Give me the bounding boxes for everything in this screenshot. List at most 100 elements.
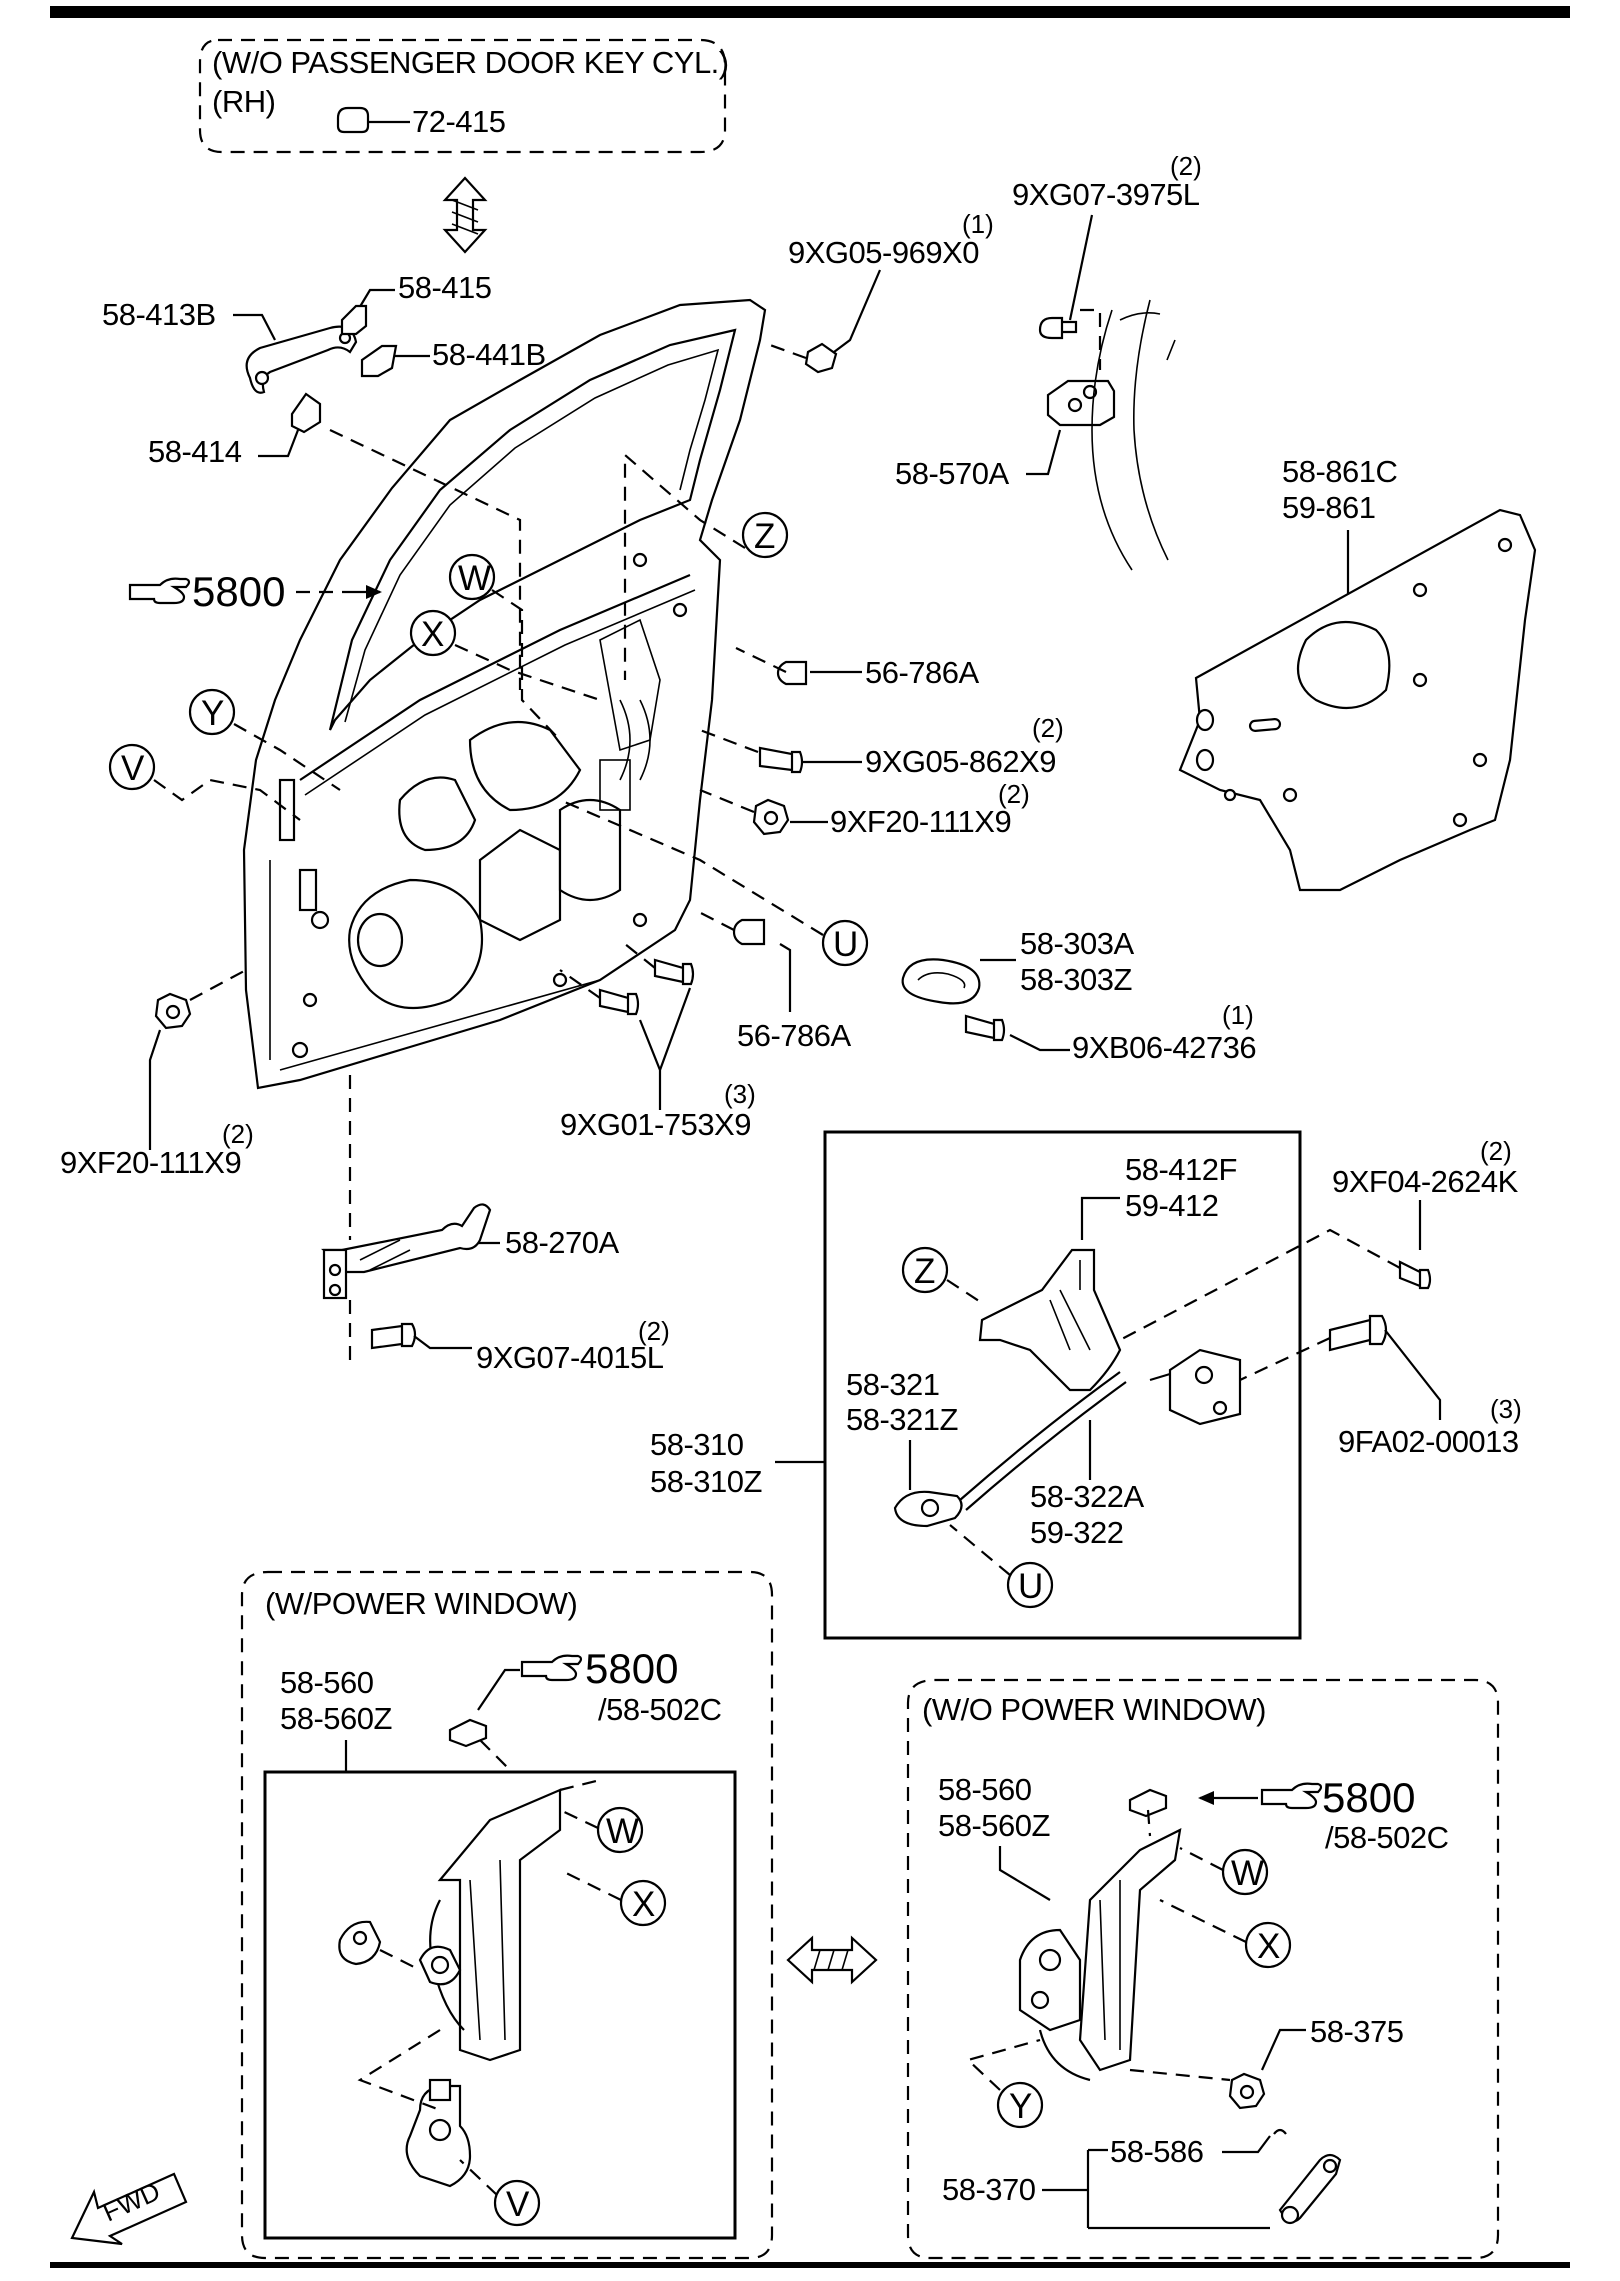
bolt-9xg07-3975l-icon — [1038, 316, 1078, 340]
callout-v-door: V — [121, 749, 145, 788]
door-ref-5800: 5800 — [128, 568, 382, 615]
label-9xf04-2624k: 9XF04-2624K — [1332, 1164, 1519, 1199]
label-npw-58-560z: 58-560Z — [938, 1808, 1050, 1843]
regulator-npw — [1078, 1828, 1182, 2072]
label-9xg01-753x9-qty: (3) — [724, 1079, 756, 1109]
label-9xf20-111x9-left: 9XF20-111X9 — [60, 1145, 241, 1180]
clip-npw-icon — [1128, 1788, 1168, 1818]
callout-u-box: U — [1018, 1567, 1043, 1606]
label-9xf04-2624k-qty: (2) — [1480, 1136, 1512, 1166]
label-59-412: 59-412 — [1125, 1188, 1219, 1223]
label-58-414: 58-414 — [148, 434, 242, 469]
label-9xg05-969x0-qty: (1) — [962, 209, 994, 239]
callout-v-pw: V — [506, 2185, 530, 2224]
gasket-58-414-icon — [290, 392, 322, 434]
regulator-pw — [437, 1788, 562, 2062]
screw-9xg01-753x9-b-icon — [653, 958, 695, 986]
callout-z-box: Z — [914, 1252, 935, 1291]
label-pw-58-560z: 58-560Z — [280, 1701, 392, 1736]
manual-window-dashed-frame — [906, 1678, 1500, 2260]
label-58-586: 58-586 — [1110, 2134, 1204, 2169]
bezel-58-303a — [901, 958, 981, 1005]
label-9xg07-4015l: 9XG07-4015L — [476, 1340, 664, 1375]
label-58-441b: 58-441B — [432, 337, 546, 372]
label-pw-5800: 5800 — [585, 1645, 678, 1692]
callout-x-pw: X — [632, 1885, 655, 1924]
label-58-321: 58-321 — [846, 1367, 940, 1402]
label-58-415: 58-415 — [398, 270, 492, 305]
label-58-412f: 58-412F — [1125, 1152, 1237, 1187]
callout-x-npw: X — [1257, 1927, 1280, 1966]
label-58-303a: 58-303A — [1020, 926, 1135, 961]
callout-u-door: U — [833, 925, 858, 964]
screw-9xb06-42736-icon — [964, 1014, 1006, 1042]
label-58-413b: 58-413B — [102, 297, 216, 332]
cap-72-415-icon — [336, 106, 370, 134]
window-frame — [328, 328, 737, 731]
label-5800-main: 5800 — [192, 568, 285, 615]
callout-x-door: X — [421, 615, 444, 654]
label-9xf20-111x9-right-qty: (2) — [998, 779, 1030, 809]
callout-z-top: Z — [754, 517, 775, 556]
double-arrow-icon — [786, 1935, 878, 1985]
label-58-270a: 58-270A — [505, 1225, 620, 1260]
handle-bracket-58-412f — [978, 1248, 1122, 1392]
pointing-hand-icon — [1260, 1782, 1323, 1810]
upper-fasteners: (1) 9XG05-969X0 (2) 9XG07-3975L 58-570A … — [694, 151, 1257, 1065]
label-56-786a-top: 56-786A — [865, 655, 980, 690]
label-58-310z: 58-310Z — [650, 1464, 762, 1499]
label-9xg01-753x9: 9XG01-753X9 — [560, 1107, 751, 1142]
label-58-303z: 58-303Z — [1020, 962, 1132, 997]
label-9fa02-00013-qty: (3) — [1490, 1394, 1522, 1424]
label-59-322: 59-322 — [1030, 1515, 1124, 1550]
label-wo-key-cyl: (W/O PASSENGER DOOR KEY CYL.) — [212, 45, 729, 80]
door-shell — [242, 298, 767, 1090]
callout-w-pw: W — [606, 1812, 639, 1851]
label-56-786a-bottom: 56-786A — [737, 1018, 852, 1053]
label-58-570a: 58-570A — [895, 456, 1010, 491]
label-58-310: 58-310 — [650, 1427, 744, 1462]
inner-handle-frame — [823, 1130, 1302, 1640]
label-9xg05-862x9-qty: (2) — [1032, 713, 1064, 743]
manual-window-group: (W/O POWER WINDOW) 58-560 58-560Z 5800 /… — [906, 1678, 1500, 2260]
label-58-321z: 58-321Z — [846, 1402, 958, 1437]
gasket-58-441b-icon — [360, 344, 398, 378]
door-assembly — [242, 298, 767, 1090]
clip-9xg05-969x0-icon — [804, 342, 838, 374]
power-window-inner-frame — [263, 1770, 737, 2240]
watershield-group: 58-861C 59-861 — [1178, 454, 1537, 892]
spring-58-586-icon — [1273, 2128, 1287, 2135]
label-9xb06-42736: 9XB06-42736 — [1072, 1030, 1256, 1065]
label-w-power-window: (W/POWER WINDOW) — [265, 1586, 577, 1621]
screw-9xf04-2624k-icon — [1398, 1260, 1432, 1290]
bumper-56-786a-top-icon — [776, 660, 808, 686]
label-9xb06-42736-qty: (1) — [1222, 1000, 1254, 1030]
label-9xg07-3975l-qty: (2) — [1170, 151, 1202, 181]
label-59-861: 59-861 — [1282, 490, 1376, 525]
bottom-rule — [50, 2262, 1570, 2268]
label-58-370: 58-370 — [942, 2172, 1036, 2207]
label-9xf20-111x9-left-qty: (2) — [222, 1119, 254, 1149]
label-58-375: 58-375 — [1310, 2014, 1404, 2049]
label-pw-58-560: 58-560 — [280, 1665, 374, 1700]
outer-handle-58-413b — [245, 325, 358, 394]
clip-pw-icon — [448, 1718, 488, 1748]
outer-handle-group: 58-413B 58-415 58-441B 58-414 — [102, 270, 546, 469]
label-npw-58-502c: /58-502C — [1325, 1820, 1449, 1855]
label-pw-58-502c: /58-502C — [598, 1692, 722, 1727]
callout-w-door: W — [458, 559, 491, 598]
key-cylinder-group: (W/O PASSENGER DOOR KEY CYL.) (RH) 72-41… — [198, 38, 729, 154]
screw-9xg05-862x9-icon — [758, 746, 804, 774]
latch-58-310 — [1168, 1348, 1242, 1426]
label-wo-power-window: (W/O POWER WINDOW) — [922, 1692, 1266, 1727]
bolt-9xg07-4015l-icon — [370, 1322, 417, 1350]
callout-w-npw: W — [1231, 1854, 1264, 1893]
top-rule — [50, 6, 1570, 18]
label-72-415: 72-415 — [412, 104, 506, 139]
screw-9xg01-753x9-a-icon — [598, 988, 640, 1016]
label-rh: (RH) — [212, 84, 275, 119]
label-9xf20-111x9-right: 9XF20-111X9 — [830, 804, 1011, 839]
double-arrow-icon — [442, 176, 488, 254]
label-9xg07-4015l-qty: (2) — [638, 1316, 670, 1346]
